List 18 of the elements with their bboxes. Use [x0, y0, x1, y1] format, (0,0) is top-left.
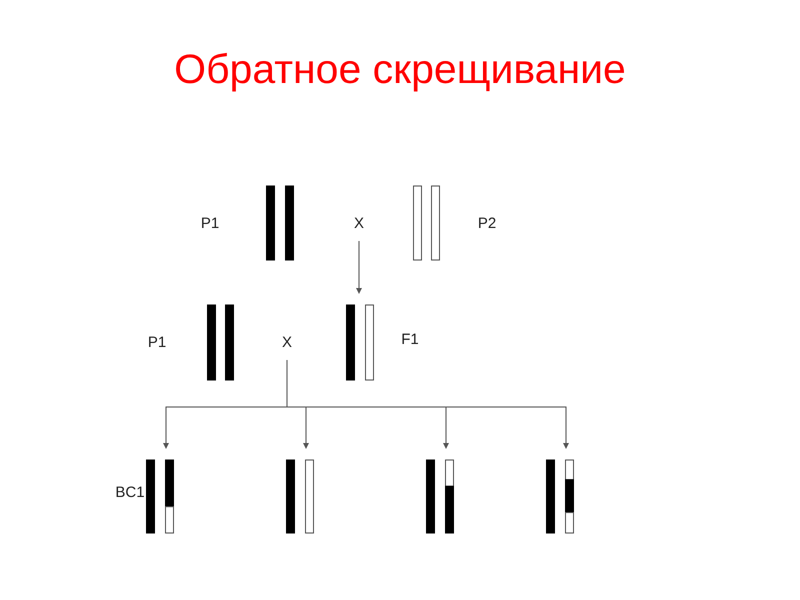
arrow: [286, 360, 569, 449]
generation-label: P1: [200, 215, 220, 233]
generation-label: F1: [401, 331, 419, 349]
cross-symbol: X: [282, 334, 292, 352]
chromosome-pair-drawing: [426, 460, 454, 533]
arrow: [356, 240, 362, 294]
generation-label: BC1: [115, 484, 145, 502]
chromosome-pair-drawing: [266, 186, 294, 260]
chromosome-pair-drawing: [546, 460, 574, 533]
chromosome-pair-drawing: [413, 186, 440, 260]
chromosome-pair-drawing: [346, 305, 374, 380]
chromosome-pair-drawing: [207, 305, 234, 380]
generation-label: P2: [478, 215, 496, 233]
generation-label: P1: [148, 334, 166, 352]
title: Обратное скрещивание: [173, 46, 627, 93]
chromosome-pair-drawing: [146, 460, 174, 533]
chromosome-pair-drawing: [286, 460, 314, 533]
cross-symbol: X: [354, 215, 364, 233]
